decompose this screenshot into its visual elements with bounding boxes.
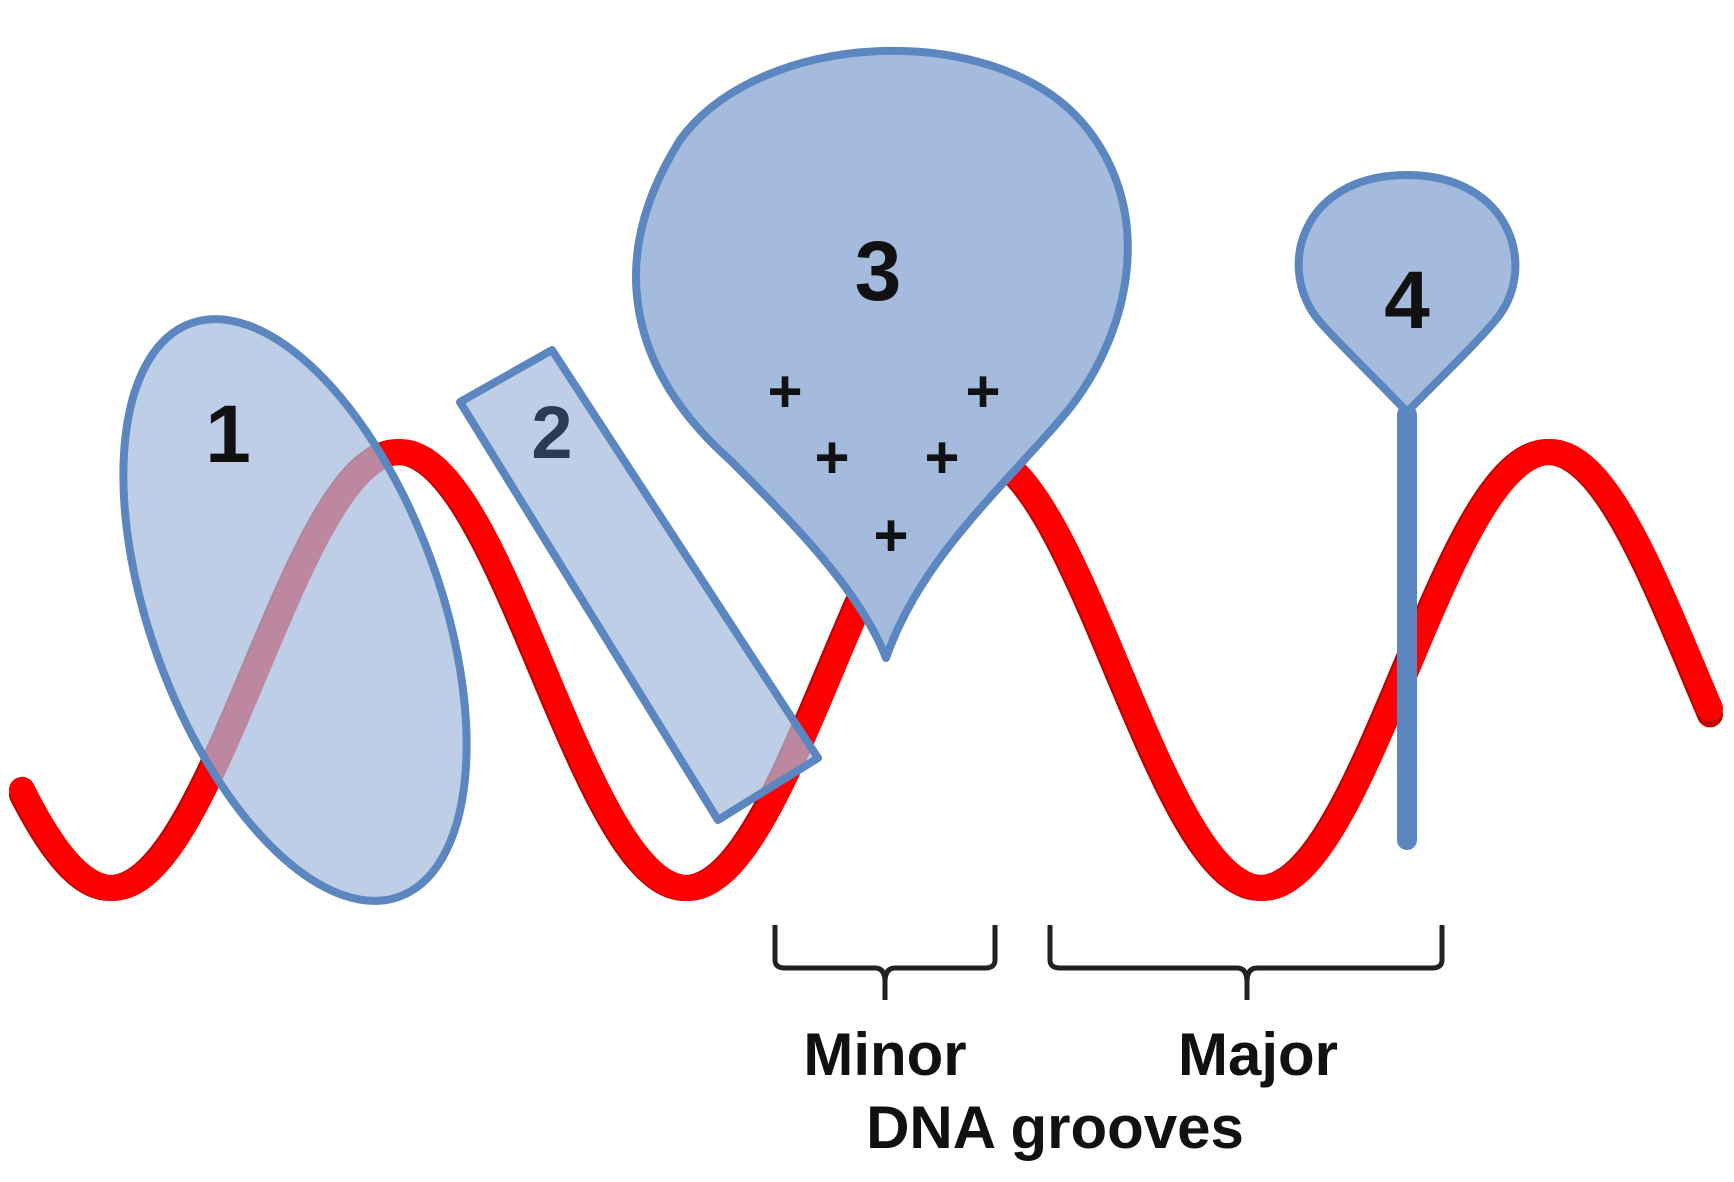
binder-3-shape: 3 + + + + + [632, 46, 1132, 662]
minor-groove-bracket [772, 925, 998, 1000]
binder-1-label: 1 [205, 389, 251, 480]
dna-grooves-caption: DNA grooves [866, 1094, 1244, 1161]
binder-1-shape: 1 [119, 315, 471, 905]
binder-4-label: 4 [1384, 255, 1430, 346]
positive-charge: + [767, 358, 802, 425]
binder-3-label: 3 [855, 224, 902, 318]
positive-charge: + [873, 502, 908, 569]
binder-2-label: 2 [531, 391, 572, 474]
positive-charge: + [924, 424, 959, 491]
binder-2-shape: 2 [456, 346, 822, 824]
minor-groove-label: Minor [803, 1021, 966, 1088]
major-groove-label: Major [1178, 1021, 1338, 1088]
positive-charge: + [814, 424, 849, 491]
positive-charge: + [965, 358, 1000, 425]
binder-4-shape: 4 [1294, 171, 1520, 850]
major-groove-bracket [1047, 925, 1445, 1000]
